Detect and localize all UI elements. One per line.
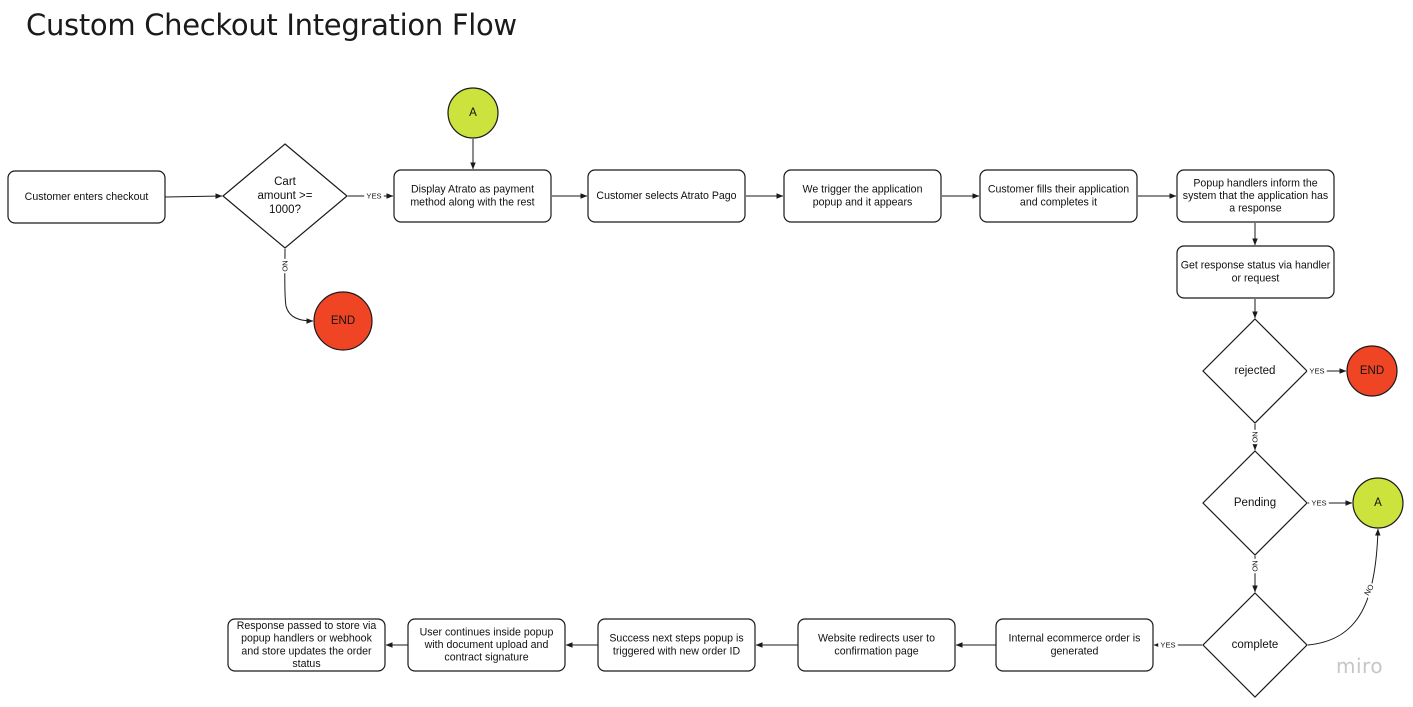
- internal-box: [995, 618, 1154, 672]
- passed-box: [227, 618, 386, 672]
- success-text-line: triggered with new order ID: [613, 645, 741, 657]
- a_top-text-line: A: [469, 107, 477, 119]
- edge-complete-aright-label: NO: [1361, 581, 1377, 599]
- redirect-box: [797, 618, 956, 672]
- passed-text-line: Response passed to store via: [237, 620, 377, 632]
- selects-text-line: Customer selects Atrato Pago: [596, 190, 736, 202]
- continues-text-line: with document upload and: [424, 639, 549, 651]
- complete-diamond: [1202, 592, 1308, 698]
- cart-text-line: Cart: [274, 176, 297, 188]
- internal-text-line: Internal ecommerce order is: [1009, 633, 1141, 645]
- selects-box: [587, 169, 746, 223]
- edge-label-text: NO: [281, 260, 290, 271]
- fills-text-line: and completes it: [1020, 196, 1097, 208]
- edge-rejected-pending-label: NO: [1250, 429, 1260, 445]
- continues-text-line: contract signature: [444, 652, 528, 664]
- display-text-line: Display Atrato as payment: [411, 184, 534, 196]
- end2-circle: [1346, 345, 1398, 397]
- node-complete: complete: [1202, 592, 1308, 698]
- continues-box: [407, 618, 566, 672]
- node-a_right: A: [1352, 477, 1404, 529]
- redirect-text-line: confirmation page: [834, 645, 918, 657]
- node-rejected: rejected: [1202, 318, 1308, 424]
- status-text-line: Get response status via handler: [1181, 260, 1331, 272]
- enters-text-line: Customer enters checkout: [25, 191, 149, 203]
- edge-label-text: YES: [366, 192, 381, 201]
- edge-label-text: NO: [1251, 560, 1260, 571]
- node-end1: END: [313, 291, 373, 351]
- handlers-text-line: a response: [1229, 203, 1282, 215]
- internal-text-line: generated: [1051, 645, 1099, 657]
- fills-text-line: Customer fills their application: [988, 184, 1129, 196]
- node-cart: Cart amount >= 1000?: [222, 143, 348, 249]
- success-text-line: Success next steps popup is: [609, 633, 743, 645]
- status-text-line: or request: [1232, 272, 1280, 284]
- node-selects: Customer selects Atrato Pago: [587, 169, 746, 223]
- status-box: [1176, 245, 1335, 299]
- a_right-circle: [1352, 477, 1404, 529]
- trigger-box: [783, 169, 942, 223]
- rejected-diamond: [1202, 318, 1308, 424]
- edge-complete-internal-label: YES: [1158, 640, 1178, 650]
- node-end2: END: [1346, 345, 1398, 397]
- end1-circle: [313, 291, 373, 351]
- node-a_top: A: [447, 87, 499, 139]
- a_top-circle: [447, 87, 499, 139]
- display-text-line: method along with the rest: [410, 196, 534, 208]
- cart-diamond: [222, 143, 348, 249]
- passed-text-line: popup handlers or webhook: [241, 633, 372, 645]
- edge-label-text: NO: [1251, 431, 1260, 442]
- node-enters: Customer enters checkout: [7, 170, 166, 224]
- complete-text-line: complete: [1232, 639, 1279, 651]
- edge-pending-aright-label: YES: [1309, 498, 1329, 508]
- enters-box: [7, 170, 166, 224]
- end2-text-line: END: [1360, 365, 1384, 377]
- continues-text-line: User continues inside popup: [420, 626, 554, 638]
- success-box: [597, 618, 756, 672]
- miro-logo: miro: [1336, 654, 1384, 678]
- edge-pending-complete-label: NO: [1250, 558, 1260, 574]
- edge-enters-cart: [164, 193, 223, 199]
- trigger-text-line: popup and it appears: [813, 196, 913, 208]
- redirect-text-line: Website redirects user to: [818, 633, 935, 645]
- passed-text-line: and store updates the order: [241, 645, 372, 657]
- edge-cart-end1-label: NO: [280, 258, 290, 274]
- fills-box: [979, 169, 1138, 223]
- trigger-text-line: We trigger the application: [803, 184, 923, 196]
- edge-label-text: YES: [1309, 367, 1324, 376]
- handlers-text-line: system that the application has: [1183, 190, 1328, 202]
- rejected-text-line: rejected: [1235, 365, 1276, 377]
- end1-text-line: END: [331, 315, 355, 327]
- diagram-title: Custom Checkout Integration Flow: [26, 8, 517, 42]
- passed-text-line: status: [292, 658, 320, 670]
- node-pending: Pending: [1202, 450, 1308, 556]
- pending-diamond: [1202, 450, 1308, 556]
- edge-cart-display-label: YES: [364, 191, 384, 201]
- edge-label-text: YES: [1311, 499, 1326, 508]
- display-box: [393, 169, 552, 223]
- handlers-box: [1176, 169, 1335, 223]
- cart-text-line: amount >=: [258, 190, 313, 202]
- edge-label-text: YES: [1160, 641, 1175, 650]
- pending-text-line: Pending: [1234, 497, 1276, 509]
- cart-text-line: 1000?: [269, 204, 301, 216]
- handlers-text-line: Popup handlers inform the: [1193, 177, 1317, 189]
- a_right-text-line: A: [1374, 497, 1382, 509]
- edge-complete-aright: [1307, 528, 1381, 646]
- edge-rejected-end2-label: YES: [1307, 366, 1327, 376]
